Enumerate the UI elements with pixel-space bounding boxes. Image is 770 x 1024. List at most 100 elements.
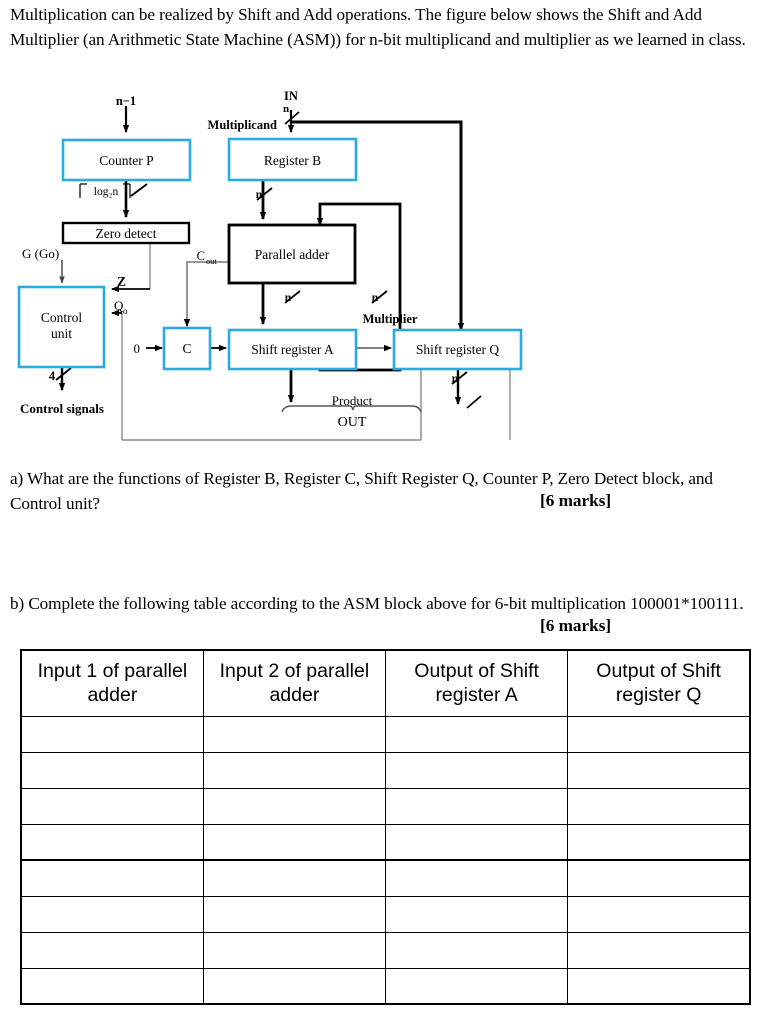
table-cell[interactable] [384,715,569,753]
block-register-c: C [162,326,212,371]
bus-slash-adder-out-q [371,290,388,304]
table-cell[interactable] [384,967,569,1005]
block-control-unit-label-2: unit [51,326,72,341]
asm-block-diagram: Counter P Zero detect Control unit Regis… [0,88,560,458]
table-cell[interactable] [384,823,569,861]
answer-table-head: Input 1 of parallel adder Input 2 of par… [21,649,751,717]
block-register-c-label: C [182,341,191,356]
table-row[interactable] [21,751,751,789]
label-zero: 0 [134,341,141,356]
bus-slash-adder-out-a [284,290,301,304]
block-counter-p: Counter P [61,138,192,182]
bus-slash-q-out [451,371,468,385]
table-cell[interactable] [567,895,751,933]
table-cell[interactable] [202,715,387,753]
label-n-minus-1: n−1 [116,94,136,108]
table-cell[interactable] [567,751,751,789]
wire-cout-to-c [186,261,229,320]
column-header-output-a: Output of Shift register A [384,649,569,717]
label-q-o: Q [114,298,124,313]
table-cell[interactable] [384,787,569,825]
wire-group [58,106,511,441]
table-cell[interactable] [21,967,204,1005]
block-parallel-adder-label: Parallel adder [255,247,330,262]
table-row[interactable] [21,967,751,1005]
label-n-adder-a: n [285,292,292,304]
label-multiplicand: Multiplicand [208,118,278,132]
answer-table-wrapper: Input 1 of parallel adder Input 2 of par… [20,649,751,1005]
table-row[interactable] [21,715,751,753]
label-n-in: n [283,103,289,115]
label-z: Z [117,274,126,289]
table-cell[interactable] [567,931,751,969]
block-control-unit-label-1: Control [41,310,83,325]
block-shift-register-q: Shift register Q [392,328,523,371]
answer-table-body [21,715,751,1005]
out-label: OUT [338,415,367,430]
table-cell[interactable] [384,751,569,789]
table-cell[interactable] [202,823,387,861]
table-row[interactable] [21,823,751,861]
table-cell[interactable] [21,895,204,933]
ceiling-brackets [79,183,131,198]
block-control-unit: Control unit [17,285,106,369]
bus-slash-product [466,395,482,409]
product-brace-group [281,405,422,413]
bus-slash-log2n [130,183,148,197]
label-g-go: G (Go) [22,246,59,261]
block-shift-register-a: Shift register A [227,328,358,371]
label-cout: C [197,249,205,263]
answer-table: Input 1 of parallel adder Input 2 of par… [20,649,751,1005]
intro-paragraph: Multiplication can be realized by Shift … [10,5,746,49]
label-n-q-out: n [452,373,459,385]
table-row[interactable] [21,895,751,933]
question-a: a) What are the functions of Register B,… [10,469,713,513]
table-cell[interactable] [202,751,387,789]
block-zero-detect-label: Zero detect [95,226,156,241]
table-cell[interactable] [202,787,387,825]
block-register-b-label: Register B [264,153,321,168]
table-cell[interactable] [384,931,569,969]
block-shift-register-q-label: Shift register Q [416,342,499,357]
table-cell[interactable] [21,859,204,897]
table-cell[interactable] [202,859,387,897]
column-header-input-2: Input 2 of parallel adder [202,649,387,717]
table-row[interactable] [21,859,751,897]
bus-slash-register-b-out [256,187,273,201]
wire-in-to-register-q [291,120,463,324]
table-cell[interactable] [384,895,569,933]
block-counter-p-label: Counter P [99,153,153,168]
label-n-adder-q: n [372,292,379,304]
table-cell[interactable] [21,823,204,861]
block-shift-register-a-label: Shift register A [251,342,334,357]
label-n-register-b: n [256,189,263,201]
table-row[interactable] [21,787,751,825]
table-row[interactable] [21,931,751,969]
table-cell[interactable] [567,967,751,1005]
table-cell[interactable] [21,715,204,753]
block-zero-detect: Zero detect [61,221,191,245]
table-cell[interactable] [384,859,569,897]
column-header-output-q: Output of Shift register Q [567,649,751,717]
table-cell[interactable] [202,895,387,933]
table-cell[interactable] [567,823,751,861]
table-cell[interactable] [202,931,387,969]
table-cell[interactable] [21,931,204,969]
table-cell[interactable] [567,787,751,825]
bus-slash-in [284,111,300,125]
label-cout-subscript: out [206,256,218,266]
answer-table-header-row: Input 1 of parallel adder Input 2 of par… [21,649,751,717]
asm-diagram-svg: Counter P Zero detect Control unit Regis… [17,89,523,441]
table-cell[interactable] [21,751,204,789]
column-header-input-1: Input 1 of parallel adder [21,649,204,717]
table-cell[interactable] [567,859,751,897]
question-b-marks: [6 marks] [540,616,612,635]
label-multiplier: Multiplier [363,312,418,326]
label-four: 4 [49,369,56,383]
table-cell[interactable] [202,967,387,1005]
table-cell[interactable] [21,787,204,825]
product-label: Product [332,393,373,408]
label-q-o-subscript: o [123,306,128,316]
table-cell[interactable] [567,715,751,753]
label-control-signals: Control signals [20,401,104,416]
